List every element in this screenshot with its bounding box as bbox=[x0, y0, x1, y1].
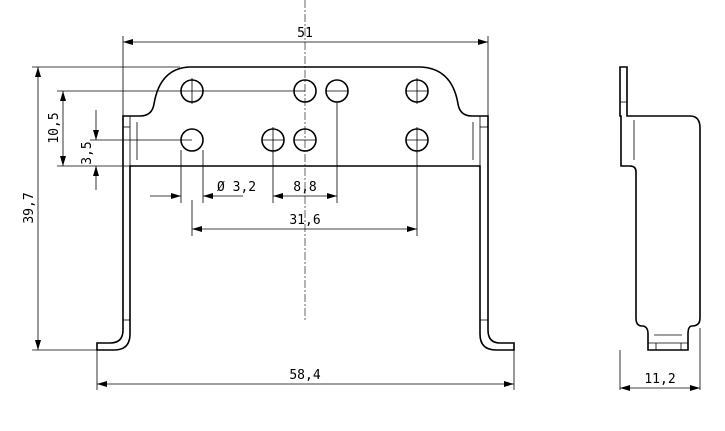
holes bbox=[180, 78, 429, 153]
dim-label-58-4: 58,4 bbox=[289, 368, 320, 383]
dim-label-8-8: 8,8 bbox=[293, 180, 316, 195]
bracket-outline bbox=[96, 66, 515, 351]
dim-label-diameter: Ø 3,2 bbox=[217, 180, 256, 195]
side-view: 11,2 bbox=[619, 66, 701, 391]
dim-label-10-5: 10,5 bbox=[47, 112, 62, 143]
dim-label-11-2: 11,2 bbox=[644, 372, 675, 387]
front-view: 51 39,7 10,5 3,5 Ø 3,2 8,8 31,6 58,4 bbox=[22, 0, 515, 390]
dim-label-31-6: 31,6 bbox=[289, 213, 320, 228]
side-outline bbox=[619, 66, 701, 351]
dim-label-51: 51 bbox=[297, 26, 313, 41]
dim-label-39-7: 39,7 bbox=[22, 192, 37, 223]
dim-label-3-5: 3,5 bbox=[80, 141, 95, 164]
extension-lines bbox=[32, 36, 515, 390]
